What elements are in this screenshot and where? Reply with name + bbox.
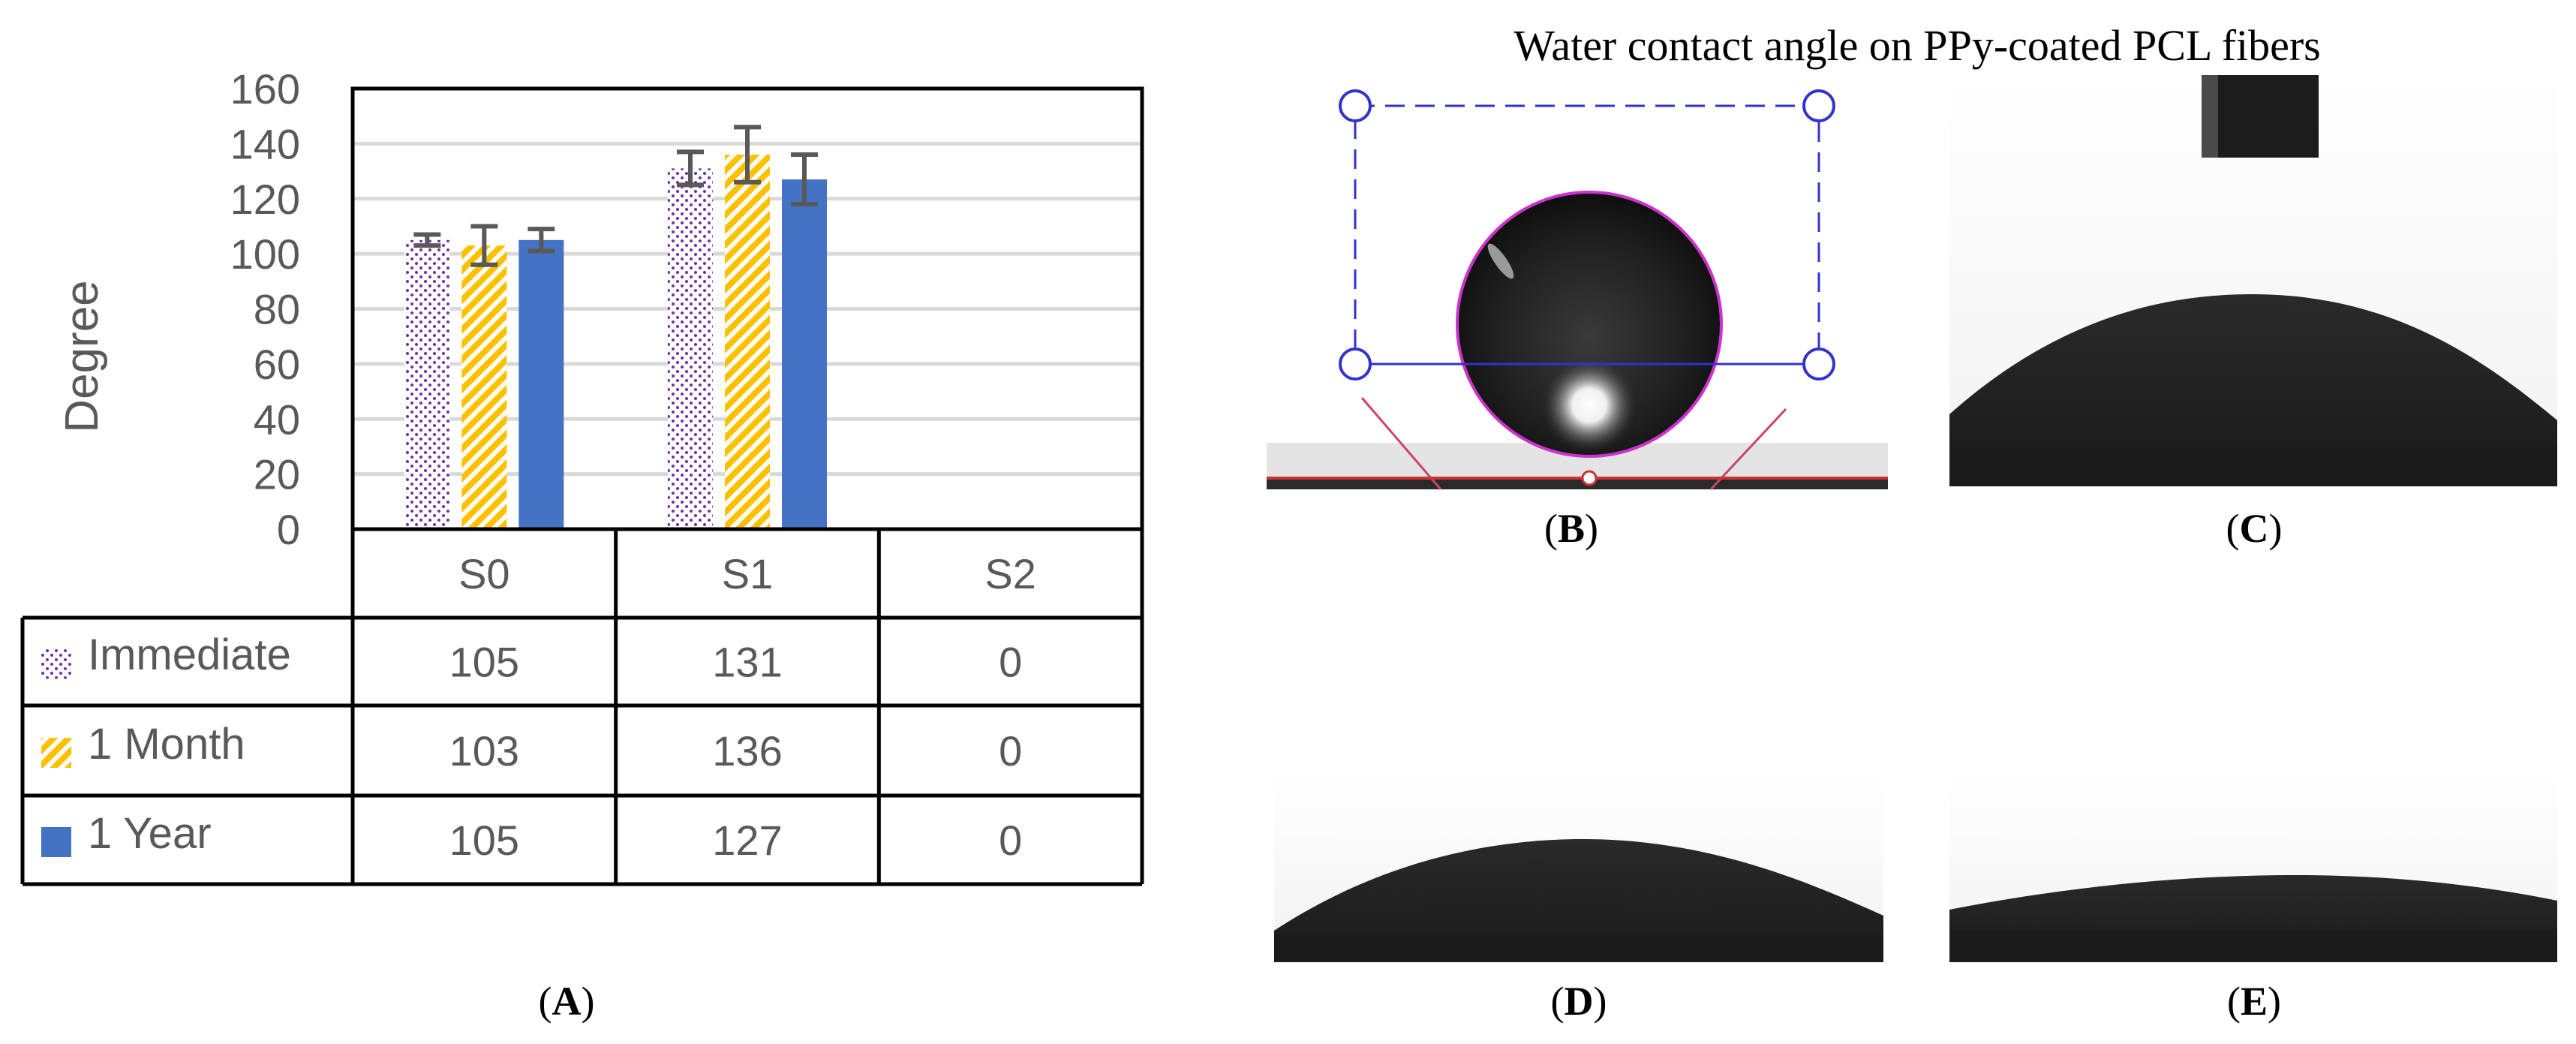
table-value: 131 [712, 639, 782, 686]
panel-label-a-letter: A [552, 979, 582, 1024]
panel-label-d-letter: D [1565, 979, 1594, 1024]
photo-e-water-droplet [1949, 773, 2557, 962]
panel-label-e: (E) [2227, 979, 2281, 1024]
photo-d-water-droplet [1274, 773, 1883, 962]
bar-1-year [782, 179, 827, 529]
legend-label-1-month: 1 Month [88, 720, 245, 769]
y-tick-label: 0 [277, 506, 300, 553]
panel-label-c-letter: C [2240, 506, 2269, 551]
legend-key-1-year [41, 827, 71, 857]
y-tick-label: 120 [230, 176, 300, 223]
y-tick-label: 160 [230, 65, 300, 113]
data-table: Immediate 1 Month 1 Year [88, 630, 291, 858]
panel-label-a: (A) [539, 979, 595, 1024]
table-value: 0 [999, 639, 1022, 686]
panel-label-e-letter: E [2241, 979, 2268, 1024]
panel-label-b-letter: B [1558, 506, 1585, 551]
table-value: 136 [712, 727, 782, 775]
table-value: 0 [999, 817, 1022, 864]
x-category-label: S1 [722, 550, 774, 597]
legend-label-immediate: Immediate [88, 630, 291, 679]
table-value: 103 [449, 727, 519, 775]
table-value: 105 [449, 817, 519, 864]
table-value: 0 [999, 727, 1022, 775]
bar-immediate [404, 239, 450, 529]
legend-key-immediate [41, 648, 71, 679]
panel-label-c: (C) [2226, 506, 2283, 551]
y-tick-label: 140 [230, 120, 300, 167]
y-tick-label: 60 [254, 341, 300, 388]
x-category-label: S2 [984, 550, 1036, 597]
y-tick-label: 100 [230, 230, 300, 278]
bar-1-month [725, 155, 770, 530]
y-axis-title: Degree [56, 280, 108, 432]
bar-1-year [519, 239, 564, 529]
table-value: 127 [712, 817, 782, 864]
bar-1-month [461, 245, 507, 529]
y-tick-label: 40 [254, 396, 300, 443]
legend-label-1-year: 1 Year [88, 809, 212, 858]
legend-key-1-month [41, 738, 71, 768]
y-tick-label: 20 [254, 451, 300, 498]
panel-label-b: (B) [1544, 506, 1598, 551]
photo-b-water-droplet [1267, 75, 1888, 491]
x-category-label: S0 [458, 550, 510, 597]
table-value: 105 [449, 639, 519, 686]
y-tick-label: 80 [254, 286, 300, 333]
photos-title: Water contact angle on PPy-coated PCL fi… [1513, 21, 2321, 70]
panel-label-d: (D) [1551, 979, 1607, 1024]
bar-immediate [668, 168, 713, 530]
photo-c-water-droplet [1949, 75, 2557, 486]
